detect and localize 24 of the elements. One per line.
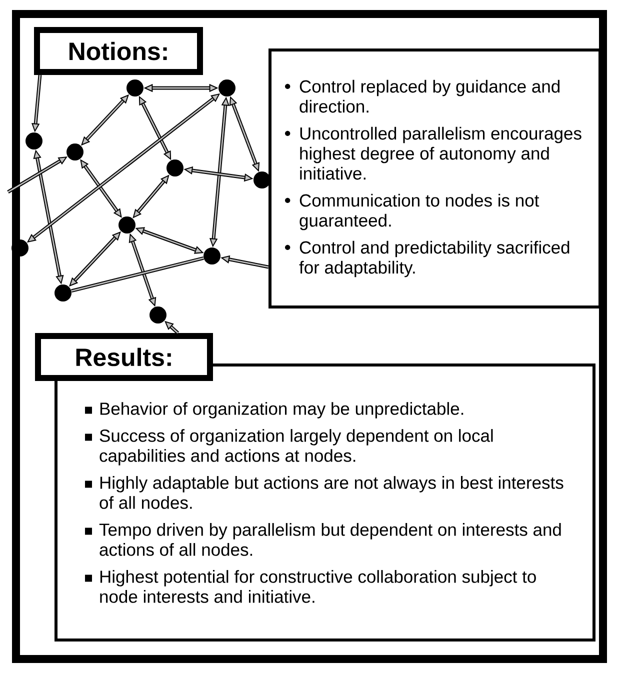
network-node	[218, 80, 236, 96]
network-node	[12, 240, 28, 256]
bullet-item: Control replaced by guidance and direction.	[285, 80, 560, 113]
bullet-item: Highly adaptable but actions are not always in best interests of all nodes.	[85, 476, 564, 509]
bullet-item: Communication to nodes is not guaranteed.	[285, 194, 540, 230]
bullet-item: Highest potential for constructive collaboration subject to node interests and initiative.	[85, 570, 536, 603]
bullet-item: Tempo driven by parallelism but dependent on interests and actions of all nodes.	[85, 523, 561, 556]
bullet-item: Behavior of organization may be unpredictable.	[85, 402, 464, 418]
network-node	[66, 144, 84, 160]
bullet-item: Control and predictability sacrificed for adaptability.	[285, 240, 570, 278]
heading-box: Results:	[35, 333, 213, 381]
network-node	[26, 132, 42, 150]
bullet-list-box	[268, 48, 602, 308]
network-node	[126, 80, 144, 96]
network-node	[166, 160, 184, 176]
heading-box: Notions:	[34, 27, 203, 75]
connector-line	[71, 256, 204, 293]
bullet-item: Uncontrolled parallelism encourages highest degree of autonomy and initiative.	[285, 126, 582, 180]
network-node	[254, 172, 270, 188]
network-node	[204, 248, 220, 264]
network-node	[54, 284, 72, 302]
bullet-item: Success of organization largely dependent on local capabilities and actions at nodes.	[85, 429, 493, 466]
network-node	[118, 216, 136, 234]
network-node	[150, 306, 166, 324]
